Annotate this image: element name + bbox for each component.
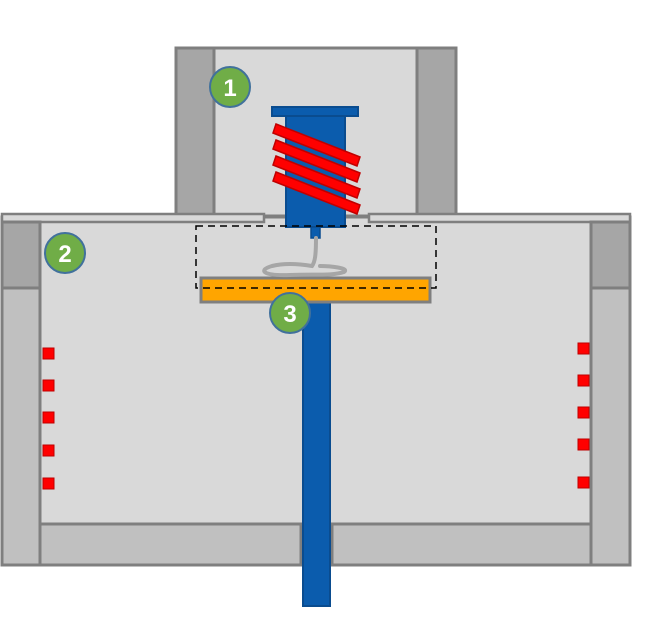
heating-coil-icon xyxy=(272,123,361,215)
temperature-sensor-icon xyxy=(577,374,590,387)
badge-2-circle xyxy=(44,232,86,274)
left-sensor-array xyxy=(42,347,55,490)
temperature-sensor-icon xyxy=(42,379,55,392)
temperature-sensor-icon xyxy=(577,476,590,489)
coil-turn xyxy=(272,155,361,199)
build-bed xyxy=(199,276,432,304)
lid-right xyxy=(367,212,632,224)
coil-turn xyxy=(272,171,361,215)
badge-1: 1 xyxy=(209,66,251,108)
left-wall-lower xyxy=(0,286,42,567)
badge-2: 2 xyxy=(44,232,86,274)
temperature-sensor-icon xyxy=(577,342,590,355)
nozzle-cap xyxy=(271,106,359,117)
process-zone xyxy=(195,225,437,289)
right-wall-lower xyxy=(589,286,632,567)
coil-turn xyxy=(272,123,361,167)
upper-left-wall xyxy=(174,46,216,218)
temperature-sensor-icon xyxy=(42,444,55,457)
badge-3: 3 xyxy=(269,292,311,334)
left-wall-upper xyxy=(0,220,42,290)
badge-3-label: 3 xyxy=(283,301,296,328)
coil-turn xyxy=(272,139,361,183)
right-sensor-array xyxy=(577,342,590,489)
temperature-sensor-icon xyxy=(577,438,590,451)
badge-1-circle xyxy=(209,66,251,108)
temperature-sensor-icon xyxy=(577,406,590,419)
floor-left xyxy=(38,522,303,567)
platform-shaft xyxy=(302,299,331,607)
lid-left xyxy=(0,212,266,224)
temperature-sensor-icon xyxy=(42,347,55,360)
right-wall-upper xyxy=(589,220,632,290)
temperature-sensor-icon xyxy=(42,411,55,424)
extruded-filament xyxy=(262,236,348,278)
badge-2-label: 2 xyxy=(58,241,71,268)
badge-1-label: 1 xyxy=(223,75,236,102)
temperature-sensor-icon xyxy=(42,477,55,490)
floor-right xyxy=(330,522,593,567)
upper-right-wall xyxy=(415,46,458,218)
badge-3-circle xyxy=(269,292,311,334)
